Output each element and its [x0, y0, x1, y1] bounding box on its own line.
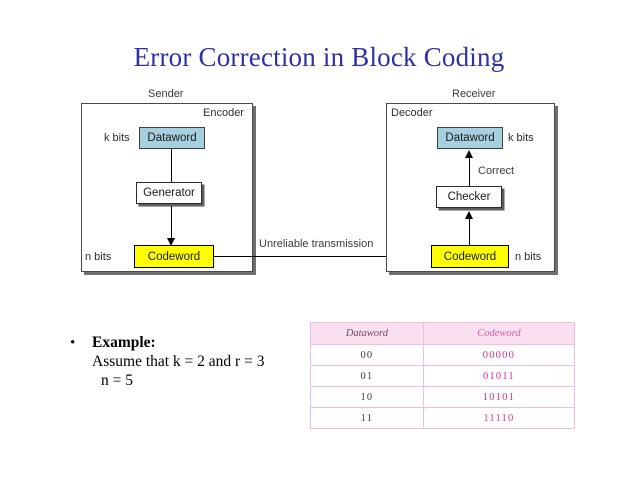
sender-dataword-bits-label: k bits: [104, 132, 130, 144]
unreliable-transmission-label: Unreliable transmission: [259, 238, 374, 250]
cell-codeword: 01011: [422, 365, 576, 387]
table-row: 11 11110: [310, 407, 576, 429]
cell-dataword: 00: [310, 344, 424, 366]
receiver-label: Receiver: [452, 88, 496, 100]
correct-label: Correct: [478, 165, 515, 177]
dataword-codeword-table: Dataword Codeword 00 00000 01 01011 10 1…: [310, 322, 576, 429]
cell-codeword: 00000: [422, 344, 576, 366]
bullet-marker: •: [70, 335, 76, 351]
checker-node: Checker: [436, 186, 502, 208]
table-row: 01 01011: [310, 365, 576, 387]
checker-to-dataword-line: [469, 157, 470, 186]
generator-to-codeword-line: [171, 206, 172, 241]
block-coding-diagram: Sender Receiver Encoder k bits Dataword …: [81, 88, 555, 272]
table-row: 00 00000: [310, 344, 576, 366]
receiver-dataword-node: Dataword: [437, 127, 503, 149]
cell-codeword: 11110: [422, 407, 576, 429]
example-heading: Example:: [92, 334, 156, 351]
table-header-codeword: Codeword: [422, 322, 576, 345]
receiver-codeword-node: Codeword: [431, 245, 509, 268]
receiver-dataword-bits-label: k bits: [508, 132, 534, 144]
generator-to-codeword-arrowhead: [167, 238, 175, 246]
sender-label: Sender: [148, 88, 184, 100]
example-bullet-block: • Example: Assume that k = 2 and r = 3 n…: [70, 333, 305, 390]
example-line-2: n = 5: [101, 372, 133, 389]
example-line-1: Assume that k = 2 and r = 3: [92, 353, 265, 370]
page-title: Error Correction in Block Coding: [133, 42, 505, 72]
table-row: 10 10101: [310, 386, 576, 408]
cell-dataword: 10: [310, 386, 424, 408]
sender-codeword-node: Codeword: [134, 245, 214, 268]
codeword-to-checker-arrowhead: [465, 211, 473, 219]
decoder-label: Decoder: [391, 107, 433, 119]
receiver-codeword-bits-label: n bits: [515, 251, 542, 263]
table-header-dataword: Dataword: [310, 322, 424, 345]
table-header-row: Dataword Codeword: [310, 322, 576, 345]
cell-dataword: 11: [310, 407, 424, 429]
cell-dataword: 01: [310, 365, 424, 387]
cell-codeword: 10101: [422, 386, 576, 408]
codeword-to-checker-line: [469, 218, 470, 245]
checker-to-dataword-arrowhead: [465, 150, 473, 158]
example-text: Example: Assume that k = 2 and r = 3 n =…: [92, 333, 305, 390]
generator-node: Generator: [136, 182, 202, 204]
sender-dataword-to-generator-line: [171, 149, 172, 182]
transmission-line: [214, 256, 427, 257]
encoder-label: Encoder: [203, 107, 244, 119]
sender-dataword-node: Dataword: [139, 127, 205, 149]
sender-codeword-bits-label: n bits: [85, 251, 112, 263]
